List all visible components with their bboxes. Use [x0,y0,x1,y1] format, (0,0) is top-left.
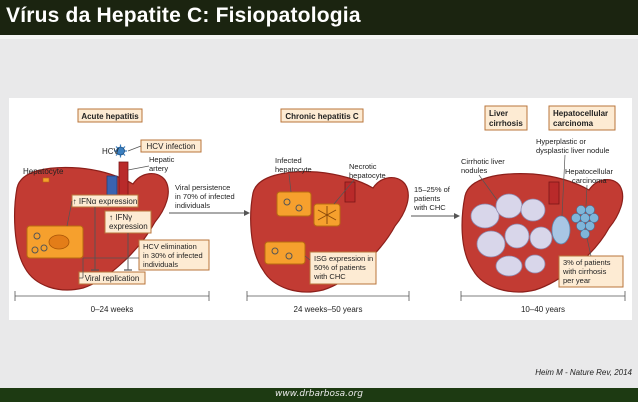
leader-line [127,145,142,152]
virus-particle-icon [283,198,291,206]
acute-heading: Acute hepatitis [81,112,139,121]
hepatic-artery-label-2: artery [149,164,168,173]
isg-hepatocyte-cell [264,241,306,265]
infected-hepatocyte-cell [276,191,312,217]
necrotic-label-1: Necrotic [349,162,377,171]
hcc-heading-box [548,105,616,131]
infected-label-2: hepatocyte [275,165,312,174]
nodule [529,226,553,250]
virus-particle-icon [295,204,303,212]
hepatic-artery [118,161,129,199]
elimination-label-1: HCV elimination [143,242,197,251]
chc-rate-label-1: 15–25% of [414,185,451,194]
isg-label-2: 50% of patients [314,263,366,272]
slide-title: Vírus da Hepatite C: Fisiopatologia [6,4,361,27]
title-bar [0,0,638,35]
hcc-rate-label-1: 3% of patients [563,258,611,267]
cirrhotic-label-2: nodules [461,166,488,175]
hepatocyte-label: Hepatocyte [23,167,64,176]
carcinoma-cluster [571,205,599,239]
hcc-rate-label-2: with cirrhosis [562,267,607,276]
hcc-heading-2: carcinoma [553,119,594,128]
cirrhosis-hcc-stage: Liver cirrhosis Hepatocellular carcinoma [460,105,626,314]
isg-label-3: with CHC [313,272,346,281]
virus-particle-icon [271,247,279,255]
hcc-label-2: carcinoma [572,176,607,185]
ifng-label-1: ↑ IFNγ [109,213,132,222]
title-divider [0,35,638,39]
chc-rate-label-3: with CHC [413,203,446,212]
leader-line [304,255,311,261]
virus-particle-icon [33,232,41,240]
timeline-label-2: 24 weeks–50 years [294,305,363,314]
infected-label-1: Infected [275,156,302,165]
diagram-panel: Acute hepatitis HCV HCV infection Hepati… [9,98,632,320]
hcv-infection-label: HCV infection [147,142,196,151]
hcv-label: HCV [102,147,120,156]
transition-persistence: Viral persistence in 70% of infected ind… [169,183,250,216]
timeline-label-1: 0–24 weeks [91,305,134,314]
nodule [495,255,523,277]
footer-bar [0,388,638,402]
isg-box [309,251,377,285]
leader-line [127,165,150,171]
nodule [520,198,546,222]
ifng-label-2: expression [109,222,148,231]
isg-label-1: ISG expression in [314,254,373,263]
chronic-vessel [344,181,356,203]
hcv-virus-icon [114,144,127,158]
nodule [495,193,523,219]
hcc-rate-label-3: per year [563,276,591,285]
nodule [470,203,500,229]
hepatocyte-nucleus [48,234,70,250]
cirrhosis-heading-box [484,105,528,131]
nodule [524,254,546,274]
ifna-label: ↑ IFNα expression [73,197,138,206]
necrotic-label-2: hepatocyte [349,171,386,180]
viral-replication-label: Viral replication [85,274,140,283]
elimination-label-3: individuals [143,260,178,269]
leader-line [66,200,73,227]
cirrhosis-heading-1: Liver [489,109,508,118]
timeline-label-3: 10–40 years [521,305,565,314]
hepatic-artery-label-1: Hepatic [149,155,175,164]
acute-hepatitis-stage: Acute hepatitis HCV HCV infection Hepati… [14,108,210,314]
hcc-label-1: Hepatocellular [565,167,613,176]
hyperplastic-label-2: dysplastic liver nodule [536,146,609,155]
leader-line [333,179,355,205]
virus-particle-icon [31,246,39,254]
transition-cirrhosis: 15–25% of patients with CHC [411,185,460,219]
chronic-heading-box [280,108,364,123]
hcc-heading-1: Hepatocellular [553,109,608,118]
hyperplastic-label-1: Hyperplastic or [536,137,587,146]
cirrhotic-label-1: Cirrhotic liver [461,157,505,166]
cirrhotic-nodules [470,193,553,277]
necrosis-icon [317,206,337,224]
cirrhosis-heading-2: cirrhosis [489,119,523,128]
persistence-label-1: Viral persistence [175,183,230,192]
persistence-label-2: in 70% of infected [175,192,235,201]
chronic-hepatitis-stage: Chronic hepatitis C Infected hepatocyte … [246,108,410,314]
elimination-box [138,239,210,271]
leader-line [586,237,592,257]
leader-line [288,173,292,193]
chc-rate-label-2: patients [414,194,441,203]
nodule [476,230,506,258]
leader-line [585,184,588,207]
acute-heading-box [77,108,143,123]
cirrhotic-vessel [548,181,560,205]
chronic-heading: Chronic hepatitis C [285,112,359,121]
dysplastic-nodule [551,215,571,245]
persistence-label-3: individuals [175,201,210,210]
nodule [504,223,530,249]
footer-url[interactable]: www.drbarbosa.org [275,389,363,399]
citation: Heim M - Nature Rev, 2014 [535,368,632,377]
virus-particle-icon [40,244,48,252]
leader-line [478,174,498,201]
elimination-label-2: in 30% of infected [143,251,203,260]
virus-particle-icon [285,252,293,260]
hepatocyte-marker [42,177,50,183]
hcv-pathophysiology-diagram: Acute hepatitis HCV HCV infection Hepati… [14,105,626,314]
leader-line [561,154,566,217]
